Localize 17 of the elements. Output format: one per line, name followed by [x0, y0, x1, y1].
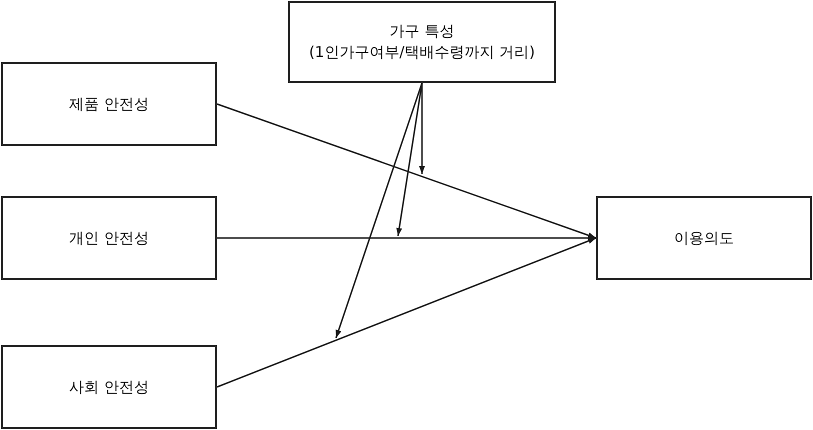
- box-label: 제품 안전성: [69, 94, 149, 114]
- arrow: [216, 237, 596, 388]
- box-label: 개인 안전성: [69, 228, 149, 248]
- box-label: 가구 특성: [390, 21, 454, 42]
- arrow: [396, 82, 423, 236]
- moderator-box: [288, 1, 556, 83]
- arrow: [335, 82, 423, 338]
- arrow: [216, 103, 596, 239]
- box-label: 사회 안전성: [69, 376, 149, 398]
- variable-box: [1, 62, 217, 146]
- box-detail: (1인가구여부/택배수령까지 거리): [308, 42, 536, 63]
- arrow: [419, 83, 425, 174]
- variable-box: [1, 196, 217, 280]
- variable-box: [596, 196, 812, 280]
- variable-box: [1, 345, 217, 429]
- box-label: 이용의도: [674, 228, 734, 248]
- arrow: [217, 235, 596, 241]
